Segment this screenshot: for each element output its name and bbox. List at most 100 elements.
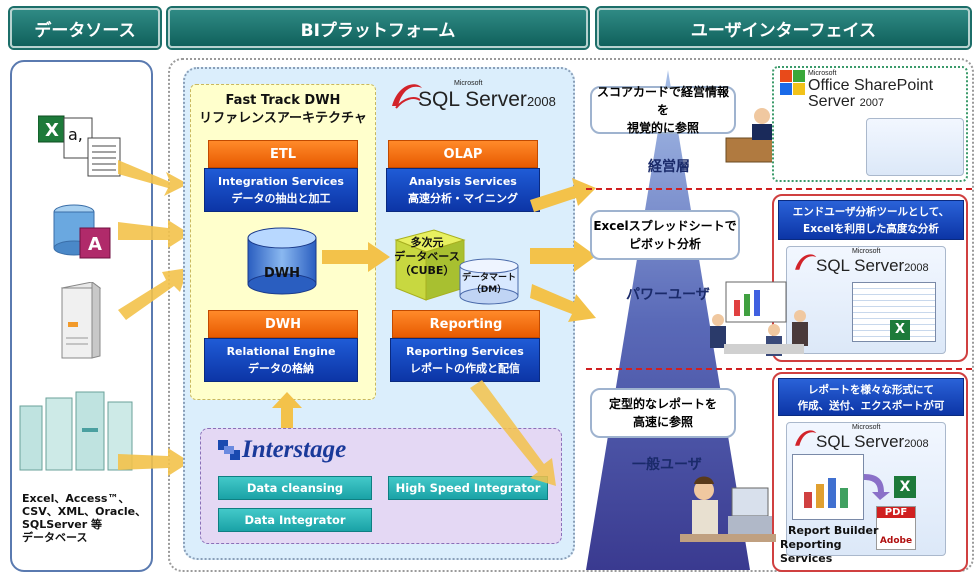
reporting-desc-box: レポートを様々な形式にて 作成、送付、エクスポートが可 xyxy=(778,378,964,416)
sharepoint-line1: Office SharePoint xyxy=(808,77,934,94)
high-speed-integrator-box: High Speed Integrator xyxy=(388,476,548,500)
svg-text:X: X xyxy=(45,120,59,141)
platform-output-arrows xyxy=(530,178,596,322)
callout-general-user: 定型的なレポートを 高速に参照 xyxy=(590,388,736,438)
sharepoint-logo: Microsoft Office SharePoint Server 2007 xyxy=(808,70,933,111)
dwh-cylinder-label: DWH xyxy=(263,266,300,281)
pdf-label: PDF xyxy=(877,507,915,518)
reporting-down-arrow xyxy=(470,380,556,486)
sql-logo-name: SQL Server xyxy=(816,256,905,275)
data-source-caption: Excel、Access™、 CSV、XML、Oracle、 SQLServer… xyxy=(22,492,152,544)
header-user-interface-label: ユーザインターフェイス xyxy=(690,20,877,41)
source-arrows xyxy=(118,160,190,476)
data-cleansing-label: Data cleansing xyxy=(246,481,344,495)
etl-header: ETL xyxy=(208,140,358,168)
reporting-desc: レポートの作成と配信 xyxy=(410,362,520,375)
svg-text:A: A xyxy=(88,234,102,255)
cube-line: データベース xyxy=(394,250,460,263)
power-desc-line: エンドユーザ分析ツールとして、 xyxy=(792,206,950,218)
dwh-service-box: Relational Engine データの格納 xyxy=(204,338,358,382)
olap-label: OLAP xyxy=(443,146,483,162)
olap-desc: 高速分析・マイニング xyxy=(408,192,518,205)
callout-general-line: 定型的なレポートを xyxy=(608,397,717,411)
level-executive: 経営層 xyxy=(648,159,690,175)
fast-track-title-line1: Fast Track DWH xyxy=(225,93,341,108)
excel-export-icon: X xyxy=(894,476,916,498)
report-builder-text: Report Builder xyxy=(788,524,879,537)
office-logo-icon xyxy=(780,70,805,95)
etl-label: ETL xyxy=(269,146,297,162)
high-speed-integrator-label: High Speed Integrator xyxy=(395,481,541,495)
sql-logo-year: 2008 xyxy=(526,94,556,109)
sql-logo-name: SQL Server xyxy=(418,88,527,111)
dwh-cylinder-icon xyxy=(247,227,317,295)
etl-service-box: Integration Services データの抽出と加工 xyxy=(204,168,358,212)
general-user-illustration xyxy=(680,476,776,542)
fast-track-title-line2: リファレンスアーキテクチャ xyxy=(199,111,367,126)
access-database-icon: A xyxy=(53,204,111,259)
sharepoint-line2: Server xyxy=(808,93,856,110)
header-bi-platform-label: BIプラットフォーム xyxy=(300,20,456,41)
dwh-header: DWH xyxy=(208,310,358,338)
callout-power-user: Excelスプレッドシートで ピボット分析 xyxy=(590,210,740,260)
power-swirl-icon xyxy=(795,254,817,270)
export-arrow-icon xyxy=(864,474,890,500)
cube-line: （CUBE） xyxy=(399,264,455,277)
sql-logo-year: 2008 xyxy=(904,438,929,450)
sharepoint-microsoft: Microsoft xyxy=(808,70,837,77)
header-bi-platform: BIプラットフォーム xyxy=(168,8,588,48)
sql-server-logo: Microsoft SQL Server2008 xyxy=(418,80,556,112)
callout-exec-line: 視覚的に参照 xyxy=(626,121,699,135)
dwh-label: DWH xyxy=(264,316,301,332)
sql-server-logo-reporting: Microsoft SQL Server2008 xyxy=(816,424,929,452)
callout-power-line: ピボット分析 xyxy=(628,237,701,251)
callout-power-line: Excelスプレッドシートで xyxy=(593,219,737,233)
datamart-line: （DM） xyxy=(471,285,507,295)
etl-service: Integration Services xyxy=(218,175,344,188)
tier-divider-1 xyxy=(586,188,972,190)
reporting-header: Reporting xyxy=(392,310,540,338)
cube-line: 多次元 xyxy=(410,236,444,249)
callout-general-line: 高速に参照 xyxy=(632,415,693,429)
excel-logo-icon: X xyxy=(890,320,910,340)
svg-text:a,: a, xyxy=(68,125,83,144)
data-cleansing-box: Data cleansing xyxy=(218,476,372,500)
callout-exec-line: スコアカードで経営情報を xyxy=(596,85,729,117)
power-user-desc-box: エンドユーザ分析ツールとして、 Excelを利用した高度な分析 xyxy=(778,200,964,240)
cube-label: 多次元 データベース （CUBE） xyxy=(388,236,466,278)
excel-csv-icon: X a, xyxy=(38,115,121,177)
pdf-icon: PDF Adobe xyxy=(876,506,916,550)
sql-logo-year: 2008 xyxy=(904,262,929,274)
sql-logo-microsoft: Microsoft xyxy=(852,248,881,255)
caption-line: Excel、Access™、 xyxy=(22,492,130,505)
user-pyramid xyxy=(586,70,750,570)
sharepoint-year: 2007 xyxy=(859,97,885,109)
report-desc-line: 作成、送付、エクスポートが可 xyxy=(797,400,945,412)
meeting-illustration xyxy=(710,281,808,356)
interstage-up-arrow xyxy=(272,392,302,430)
dwh-desc: データの格納 xyxy=(248,362,314,375)
tier-divider-2 xyxy=(586,368,972,370)
report-desc-line: レポートを様々な形式にて xyxy=(808,384,934,396)
dwh-service: Relational Engine xyxy=(226,345,336,358)
etl-desc: データの抽出と加工 xyxy=(231,192,331,205)
sql-logo-name: SQL Server xyxy=(816,432,905,451)
data-integrator-box: Data Integrator xyxy=(218,508,372,532)
sql-logo-microsoft: Microsoft xyxy=(852,424,881,431)
interstage-logo-icon xyxy=(218,440,240,460)
header-data-source-label: データソース xyxy=(34,20,136,41)
sql-server-logo-power: Microsoft SQL Server2008 xyxy=(816,248,929,276)
olap-service-box: Analysis Services 高速分析・マイニング xyxy=(386,168,540,212)
olap-service: Analysis Services xyxy=(409,175,517,188)
dwh-to-cube-arrow xyxy=(322,242,390,272)
header-user-interface: ユーザインターフェイス xyxy=(597,8,970,48)
datamart-line: データマート xyxy=(461,273,516,283)
data-integrator-label: Data Integrator xyxy=(244,513,346,527)
adobe-label: Adobe xyxy=(879,536,913,546)
server-icon xyxy=(60,282,102,359)
power-desc-line: Excelを利用した高度な分析 xyxy=(803,223,939,235)
level-general-user: 一般ユーザ xyxy=(632,457,702,473)
report-builder-label: Report Builder Reporting Services xyxy=(780,524,890,566)
caption-line: SQLServer 等 xyxy=(22,518,102,531)
sharepoint-screenshot xyxy=(866,118,964,176)
